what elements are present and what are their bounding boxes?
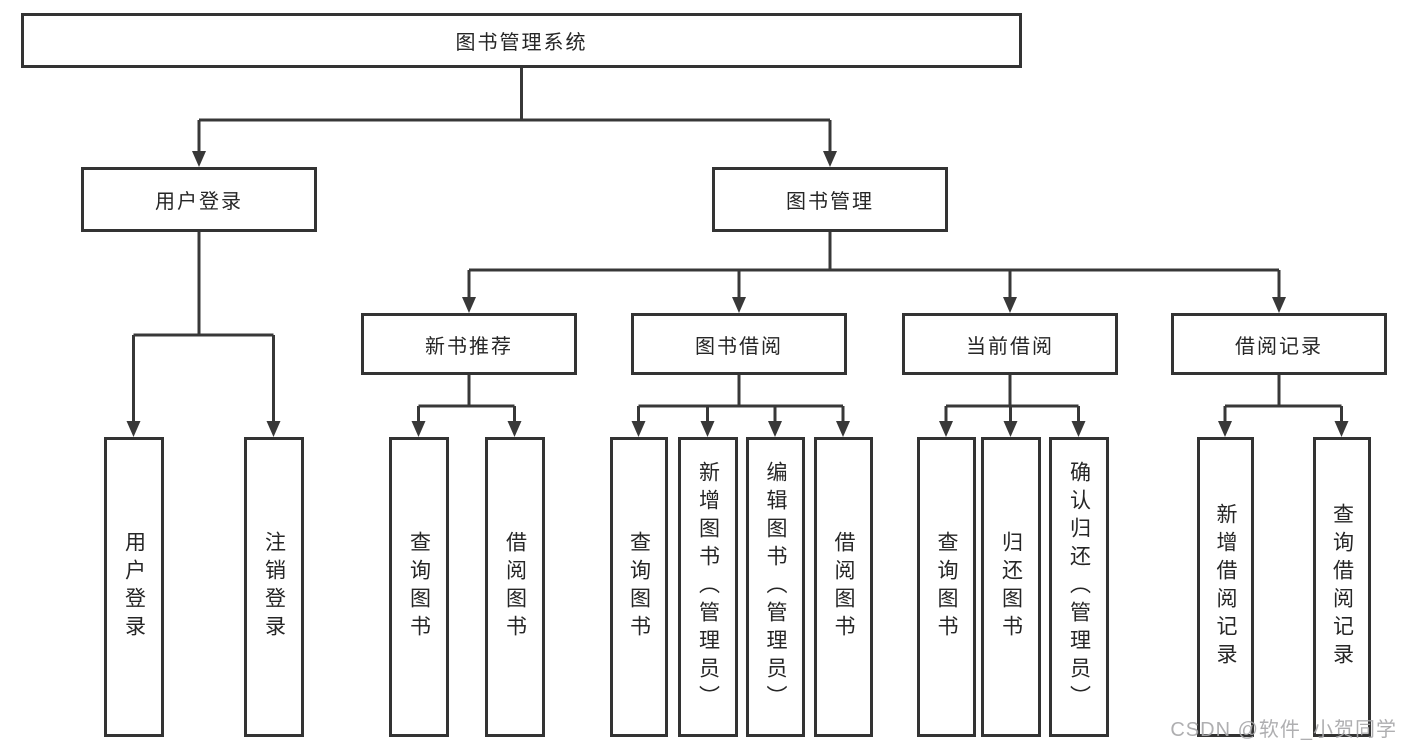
- node-leaf-cb-confirm-return-admin-label: 确认归还（管理员）: [1067, 461, 1091, 713]
- node-current-borrow: 当前借阅: [902, 313, 1118, 375]
- node-borrow-records-label: 借阅记录: [1235, 335, 1323, 358]
- node-leaf-user-login-label: 用户登录: [122, 531, 146, 643]
- node-leaf-cb-confirm-return-admin: 确认归还（管理员）: [1049, 437, 1109, 737]
- node-leaf-cb-query-book: 查询图书: [917, 437, 976, 737]
- node-leaf-logout: 注销登录: [244, 437, 304, 737]
- node-leaf-bb-add-book-admin: 新增图书（管理员）: [678, 437, 738, 737]
- node-root-label: 图书管理系统: [455, 32, 588, 54]
- connector-book-mgmt-children: [462, 232, 1286, 313]
- connector-borrow-records-children: [1218, 375, 1349, 437]
- node-leaf-cb-query-book-label: 查询图书: [935, 531, 958, 643]
- node-leaf-br-query-record-label: 查询借阅记录: [1330, 503, 1354, 671]
- connector-book-borrow-children: [631, 375, 850, 437]
- node-leaf-nbr-borrow-book-label: 借阅图书: [503, 531, 527, 643]
- node-user-login-label: 用户登录: [155, 191, 243, 213]
- node-book-borrow-label: 图书借阅: [695, 335, 783, 358]
- node-leaf-bb-add-book-admin-label: 新增图书（管理员）: [696, 461, 720, 713]
- node-leaf-bb-edit-book-admin-label: 编辑图书（管理员）: [764, 461, 787, 713]
- node-leaf-br-query-record: 查询借阅记录: [1313, 437, 1371, 737]
- node-borrow-records: 借阅记录: [1171, 313, 1387, 375]
- node-leaf-nbr-query-book: 查询图书: [389, 437, 449, 737]
- node-book-borrow: 图书借阅: [631, 313, 847, 375]
- node-leaf-br-add-record: 新增借阅记录: [1197, 437, 1254, 737]
- node-leaf-cb-return-book: 归还图书: [981, 437, 1041, 737]
- node-leaf-logout-label: 注销登录: [262, 531, 286, 643]
- node-leaf-cb-return-book-label: 归还图书: [999, 531, 1023, 643]
- node-leaf-bb-query-book-label: 查询图书: [627, 531, 651, 643]
- connector-new-book-rec-children: [411, 375, 522, 437]
- node-book-mgmt-label: 图书管理: [786, 191, 874, 213]
- node-leaf-br-add-record-label: 新增借阅记录: [1214, 503, 1237, 671]
- node-leaf-user-login: 用户登录: [104, 437, 164, 737]
- node-leaf-bb-query-book: 查询图书: [610, 437, 668, 737]
- csdn-watermark: CSDN @软件_小贺同学: [1170, 719, 1397, 741]
- node-user-login: 用户登录: [81, 167, 317, 232]
- node-leaf-bb-borrow-book: 借阅图书: [814, 437, 873, 737]
- node-new-book-recommend: 新书推荐: [361, 313, 577, 375]
- node-root: 图书管理系统: [21, 13, 1022, 68]
- connector-current-borrow-children: [939, 375, 1086, 437]
- connector-user-login-children: [126, 232, 281, 437]
- connector-root-to-level2: [192, 68, 837, 167]
- node-leaf-nbr-query-book-label: 查询图书: [407, 531, 431, 643]
- node-leaf-bb-edit-book-admin: 编辑图书（管理员）: [746, 437, 805, 737]
- node-new-book-recommend-label: 新书推荐: [425, 335, 513, 358]
- node-leaf-nbr-borrow-book: 借阅图书: [485, 437, 545, 737]
- node-current-borrow-label: 当前借阅: [966, 335, 1054, 358]
- node-book-mgmt: 图书管理: [712, 167, 948, 232]
- node-leaf-bb-borrow-book-label: 借阅图书: [832, 531, 855, 643]
